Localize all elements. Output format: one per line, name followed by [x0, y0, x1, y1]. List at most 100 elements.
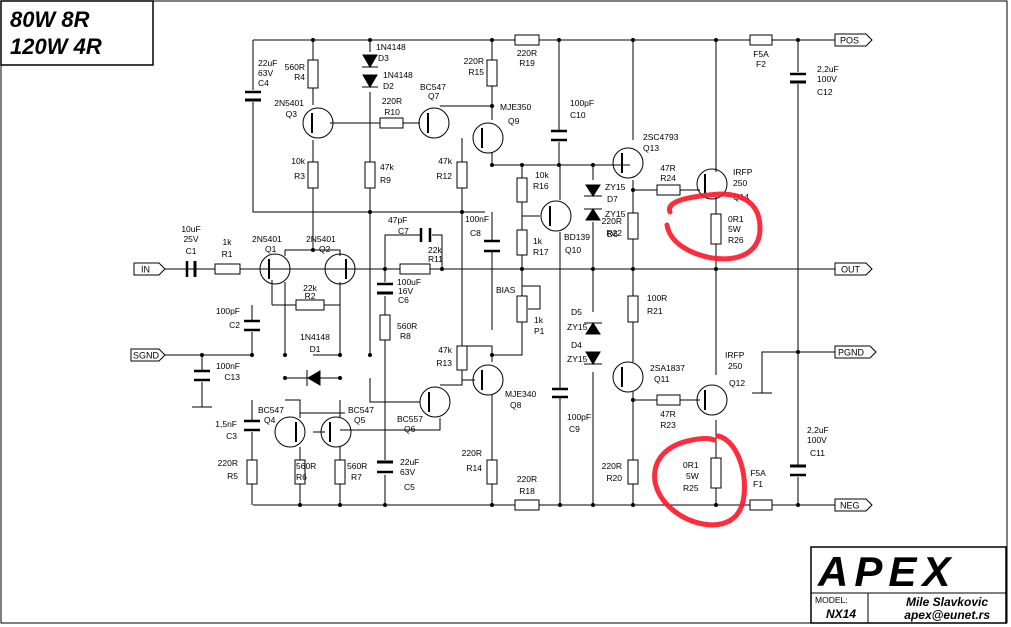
svg-text:NEG: NEG	[840, 501, 860, 511]
label-r19-ref: R19	[519, 58, 535, 68]
label-q13-part: 2SC4793	[643, 132, 679, 142]
transistor-q2	[324, 253, 356, 285]
label-r17-ref: R17	[533, 247, 549, 257]
label-r16-ref: R16	[533, 181, 549, 191]
label-q1-ref: Q1	[265, 244, 277, 254]
label-r21-value: 100R	[647, 293, 667, 303]
p1-wiper	[522, 285, 541, 310]
label-r16-value: 10k	[535, 170, 549, 180]
label-d3-part: 1N4148	[376, 42, 406, 52]
resistor-r13	[456, 345, 468, 371]
power-rating-4r: 120W 4R	[10, 34, 102, 59]
label-q8-part: MJE340	[505, 389, 536, 399]
label-r13-ref: R13	[436, 358, 452, 368]
label-q5-ref: Q5	[354, 415, 366, 425]
label-r19-value: 220R	[517, 48, 537, 58]
resistor-bodies	[214, 34, 773, 511]
label-d5-type: ZY15	[567, 322, 588, 332]
label-r9-ref: R9	[380, 175, 391, 185]
label-d7-ref: D7	[607, 194, 618, 204]
red-highlights	[652, 191, 763, 528]
resistor-r22	[627, 212, 639, 240]
label-p1-ref: P1	[534, 326, 545, 336]
resistor-r15	[486, 59, 498, 87]
label-c3-ref: C3	[226, 431, 237, 441]
label-f2-value: F5A	[753, 49, 769, 59]
transistor-q9	[472, 122, 504, 154]
label-r11-ref: R11	[428, 254, 443, 264]
transistor-q11	[612, 361, 644, 393]
zener-d7	[585, 184, 601, 197]
label-c13-value: 100nF	[216, 361, 240, 371]
label-c6-voltage: 16V	[398, 286, 413, 296]
transistor-q6	[419, 386, 451, 418]
label-c8-value: 100nF	[465, 214, 489, 224]
label-f1-ref: F1	[753, 479, 763, 489]
diode-d2	[362, 74, 378, 88]
resistor-r14	[486, 459, 498, 485]
fuse-f1	[749, 499, 773, 511]
label-r14-value: 220R	[462, 448, 482, 458]
label-c3-value: 1,5nF	[215, 419, 237, 429]
port-sgnd: SGND	[130, 348, 166, 362]
resistor-r2	[295, 299, 325, 311]
label-c8-ref: C8	[470, 228, 481, 238]
label-r25-power: 5W	[686, 471, 699, 481]
resistor-r6	[294, 459, 306, 485]
resistor-r23	[656, 394, 681, 406]
label-r18-ref: R18	[519, 486, 535, 496]
label-r26-ref: R26	[728, 235, 744, 245]
label-r4-ref: R4	[294, 72, 305, 82]
label-c4-ref: C4	[258, 78, 269, 88]
label-d1-ref: D1	[310, 344, 321, 354]
label-r3-ref: R3	[294, 171, 305, 181]
resistor-r24	[656, 184, 681, 196]
label-c10-ref: C10	[570, 110, 586, 120]
label-f2-ref: F2	[756, 59, 766, 69]
label-q13-ref: Q13	[643, 143, 659, 153]
label-r8-value: 560R	[397, 321, 417, 331]
label-r20-value: 220R	[602, 461, 622, 471]
port-pgnd: PGND	[834, 345, 877, 359]
label-d6-type: ZY15	[605, 209, 626, 219]
label-r8-ref: R8	[400, 331, 411, 341]
label-c12-value: 2,2uF	[817, 64, 839, 74]
resistor-r21	[627, 295, 639, 323]
label-q4-part: BC547	[258, 405, 284, 415]
label-q3-ref: Q3	[286, 109, 298, 119]
label-r4-value: 560R	[285, 62, 305, 72]
label-d1-part: 1N4148	[300, 332, 330, 342]
label-q9-part: MJE350	[500, 102, 531, 112]
capacitors	[185, 72, 806, 477]
highlight-r26	[664, 191, 763, 262]
label-r10-value: 220R	[382, 96, 402, 106]
label-r11-value: 22k	[428, 245, 442, 255]
label-q7-ref: Q7	[428, 91, 440, 101]
label-c4-voltage: 63V	[258, 68, 273, 78]
label-c1-value: 10uF	[181, 224, 200, 234]
ports: POS NEG OUT PGND IN SGND	[130, 33, 877, 512]
label-r21-ref: R21	[647, 306, 663, 316]
svg-text:POS: POS	[840, 36, 859, 46]
label-d7-type: ZY15	[605, 182, 626, 192]
svg-text:OUT: OUT	[841, 265, 861, 275]
resistor-r16	[516, 177, 528, 203]
label-r20-ref: R20	[606, 473, 622, 483]
potentiometer-p1	[516, 295, 528, 323]
label-r24-ref: R24	[660, 173, 676, 183]
svg-text:IN: IN	[141, 265, 150, 275]
port-out: OUT	[834, 262, 873, 276]
label-q10-part: BD139	[564, 232, 590, 242]
label-c2-value: 100pF	[216, 306, 240, 316]
transistors	[259, 107, 728, 448]
svg-text:PGND: PGND	[838, 348, 865, 358]
resistor-r25	[710, 457, 722, 489]
label-d3-ref: D3	[378, 53, 389, 63]
label-r15-ref: R15	[468, 67, 484, 77]
label-q5-part: BC547	[348, 405, 374, 415]
label-q9-ref: Q9	[508, 116, 520, 126]
svg-text:SGND: SGND	[133, 351, 160, 361]
label-q11-ref: Q11	[654, 374, 670, 384]
transistor-q4	[274, 416, 306, 448]
